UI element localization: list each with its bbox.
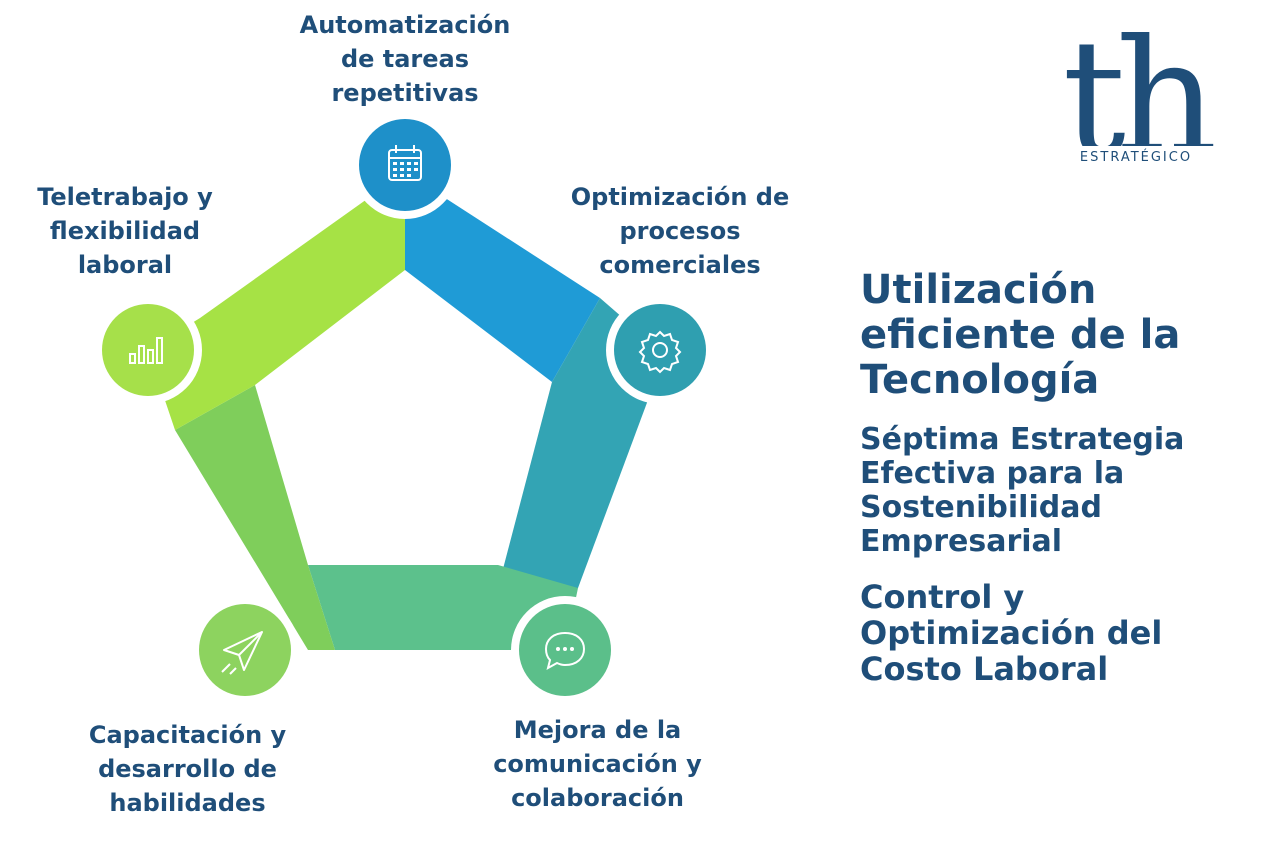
page-title: Utilización eficiente de la Tecnología [860, 267, 1181, 403]
page-subtitle: Séptima Estrategia Efectiva para la Sost… [860, 422, 1185, 559]
label-capacitacion: Capacitación y desarrollo de habilidades [88, 721, 287, 817]
label-mejora: Mejora de la comunicación y colaboración [493, 716, 702, 812]
logo-subtitle: ESTRATÉGICO [1079, 150, 1193, 165]
gear-icon [638, 330, 682, 374]
segment-top-right [405, 172, 600, 382]
paper-plane-icon [221, 631, 263, 675]
node-optimizacion-procesos [606, 296, 714, 404]
node-circle-optimizacion-procesos [614, 304, 706, 396]
segment-left [175, 385, 335, 650]
page-subtitle-2: Control y Optimización del Costo Laboral [860, 578, 1163, 688]
node-teletrabajo [94, 296, 202, 404]
logo-band [1040, 146, 1230, 176]
segment-bottom [308, 565, 578, 650]
node-mejora [511, 596, 619, 704]
segment-top-left [148, 172, 405, 430]
node-circle-automatizacion [359, 119, 451, 211]
label-optimizacion-procesos: Optimización de procesos comerciales [570, 183, 790, 279]
bar-chart-icon [129, 337, 163, 364]
label-automatizacion: Automatización de tareas repetitivas [299, 11, 511, 107]
label-teletrabajo: Teletrabajo y flexibilidad laboral [37, 183, 213, 279]
logo: th ESTRATÉGICO [1040, 6, 1240, 198]
title-block: Utilización eficiente de la Tecnología S… [860, 267, 1270, 688]
chat-bubble-icon [544, 631, 586, 670]
node-capacitacion [191, 596, 299, 704]
calendar-icon [388, 145, 422, 181]
node-automatizacion [351, 111, 459, 219]
